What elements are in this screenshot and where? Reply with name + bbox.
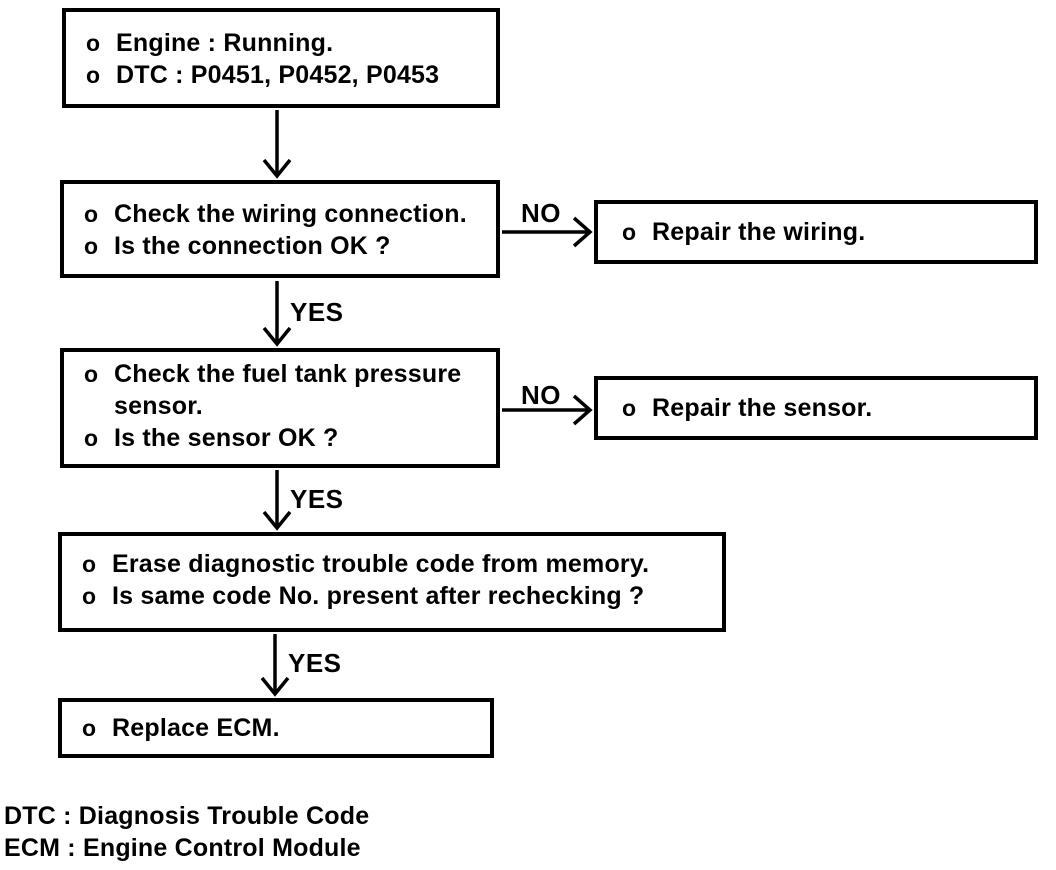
list-item: o Erase diagnostic trouble code from mem… (82, 548, 716, 580)
arrow-yes-check-wiring-to-check-sensor (262, 281, 292, 347)
flow-text: Repair the sensor. (652, 394, 873, 422)
list-item: o Replace ECM. (82, 712, 484, 744)
arrow-yes-erase-code-to-replace-ecm (260, 634, 290, 697)
bullet: o (86, 30, 101, 56)
list-item: o DTC : P0451, P0452, P0453 (86, 59, 490, 91)
branch-label-yes-2: YES (290, 484, 344, 514)
flow-text: DTC : P0451, P0452, P0453 (116, 61, 440, 89)
list-item: o Is same code No. present after recheck… (82, 580, 716, 612)
list-item: o Is the connection OK ? (84, 230, 490, 262)
flow-box-repair-sensor: o Repair the sensor. (594, 376, 1038, 440)
bullet: o (82, 583, 97, 609)
list-item: o Is the sensor OK ? (84, 422, 490, 454)
flow-text: Is the connection OK ? (114, 232, 391, 260)
footnote-ecm: ECM : Engine Control Module (4, 834, 361, 862)
legend: DTC : Diagnosis Trouble Code ECM : Engin… (4, 800, 369, 864)
flow-box-start: o Engine : Running. o DTC : P0451, P0452… (62, 8, 500, 108)
list-item: o Check the wiring connection. (84, 198, 490, 230)
flow-box-check-wiring: o Check the wiring connection. o Is the … (60, 180, 500, 278)
arrow-yes-check-sensor-to-erase-code (262, 470, 292, 531)
bullet: o (84, 201, 99, 227)
flow-text: Check the wiring connection. (114, 200, 467, 228)
list-item: o Check the fuel tank pressure sensor. (84, 358, 490, 422)
flow-box-replace-ecm: o Replace ECM. (58, 698, 494, 758)
branch-label-no-1: NO (521, 198, 561, 228)
bullet: o (82, 715, 97, 741)
bullet: o (84, 233, 99, 259)
footnote-dtc: DTC : Diagnosis Trouble Code (4, 802, 370, 830)
branch-label-yes-1: YES (290, 297, 344, 327)
bullet: o (84, 361, 99, 387)
list-item: o Engine : Running. (86, 27, 490, 59)
flow-text: Replace ECM. (112, 714, 280, 742)
flow-box-erase-code: o Erase diagnostic trouble code from mem… (58, 532, 726, 632)
bullet: o (622, 395, 637, 421)
bullet: o (622, 219, 637, 245)
branch-label-no-2: NO (521, 380, 561, 410)
bullet: o (82, 551, 97, 577)
list-item: o Repair the sensor. (622, 392, 1028, 424)
flow-text: Erase diagnostic trouble code from memor… (112, 550, 650, 578)
branch-label-yes-3: YES (288, 648, 342, 678)
bullet: o (84, 425, 99, 451)
arrow-down-start-to-check-wiring (262, 110, 292, 179)
flow-box-repair-wiring: o Repair the wiring. (594, 200, 1038, 264)
flow-text: Is same code No. present after recheckin… (112, 582, 645, 610)
flow-text: Is the sensor OK ? (114, 424, 339, 452)
flow-box-check-sensor: o Check the fuel tank pressure sensor. o… (60, 348, 500, 468)
bullet: o (86, 62, 101, 88)
list-item: o Repair the wiring. (622, 216, 1028, 248)
flow-text: Engine : Running. (116, 29, 334, 57)
flow-text: Repair the wiring. (652, 218, 866, 246)
flow-text: Check the fuel tank pressure sensor. (114, 360, 462, 420)
